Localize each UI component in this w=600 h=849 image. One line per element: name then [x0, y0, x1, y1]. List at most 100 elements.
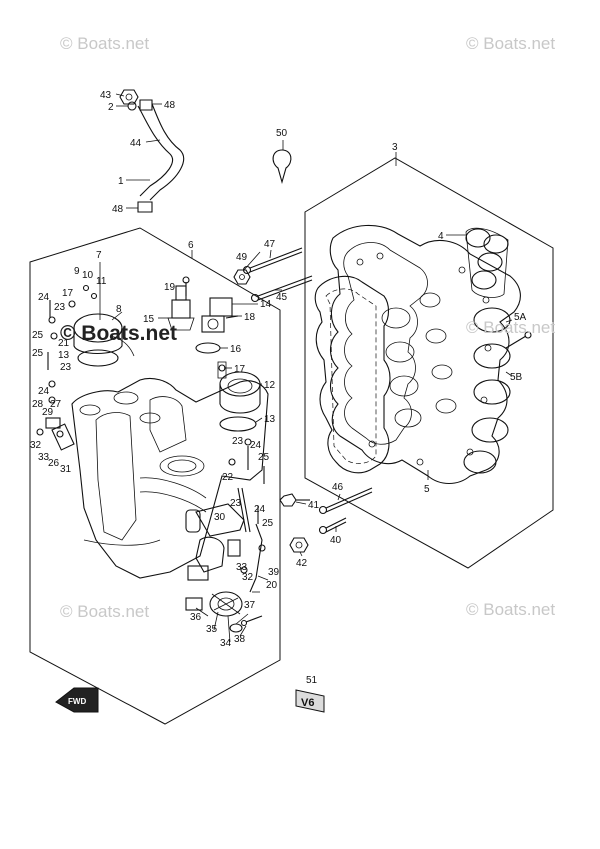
callout-43: 43 [100, 90, 112, 101]
callout-38: 38 [234, 634, 246, 645]
gasket-4 [465, 227, 509, 298]
callout-2: 2 [108, 102, 114, 113]
callout-41: 41 [308, 500, 320, 511]
callout-28: 28 [32, 399, 44, 410]
v6-badge: V6 [295, 689, 325, 713]
callout-36: 36 [190, 612, 202, 623]
callout-4: 4 [438, 231, 444, 242]
callout-5: 5 [424, 484, 430, 495]
o-ring-16 [195, 342, 221, 354]
callout-30: 30 [214, 512, 226, 523]
callout-24: 24 [254, 504, 266, 515]
callout-20: 20 [266, 580, 278, 591]
bolt-40 [318, 517, 347, 535]
callout-46: 46 [332, 482, 344, 493]
callout-33: 33 [38, 452, 50, 463]
cylinder-head-cover [329, 224, 521, 485]
clip-50 [272, 149, 292, 185]
watermark-mid-right: © Boats.net [466, 318, 556, 337]
gasket-5 [314, 275, 391, 474]
callouts: 43 2 48 44 1 48 50 3 4 7 6 9 10 11 17 8 … [30, 90, 527, 686]
fwd-label: FWD [68, 697, 86, 706]
callout-23: 23 [60, 362, 72, 373]
o-ring-13a [77, 349, 119, 367]
o-ring-13b [219, 416, 257, 432]
watermark-top-right: © Boats.net [466, 34, 556, 53]
callout-9: 9 [74, 266, 80, 277]
callout-34: 34 [220, 638, 232, 649]
washer-37 [229, 623, 243, 633]
callout-23: 23 [230, 498, 242, 509]
hose-44 [137, 103, 185, 201]
silencer-case [71, 377, 269, 579]
callout-50: 50 [276, 128, 288, 139]
callout-8: 8 [116, 304, 122, 315]
callout-19: 19 [164, 282, 176, 293]
clamp-48a [139, 99, 153, 111]
bolt-41 [279, 493, 310, 507]
fwd-arrow-icon: FWD [55, 687, 99, 713]
callout-13: 13 [58, 350, 70, 361]
bolt-46 [318, 487, 373, 515]
fitting-43 [119, 89, 139, 105]
callout-25: 25 [258, 452, 270, 463]
bolt-19 [182, 276, 190, 296]
callout-6: 6 [188, 240, 194, 251]
callout-23: 23 [54, 302, 66, 313]
callout-17: 17 [62, 288, 74, 299]
seal-plates-5a-5b [463, 307, 511, 474]
callout-39: 39 [268, 567, 280, 578]
callout-25: 25 [262, 518, 274, 529]
bolt-38 [240, 615, 263, 627]
callout-48: 48 [164, 100, 176, 111]
callout-25: 25 [32, 330, 44, 341]
leader-lines [99, 93, 513, 643]
callout-48: 48 [112, 204, 124, 215]
callout-47: 47 [264, 239, 276, 250]
clamp-48b [137, 201, 153, 213]
callout-26: 26 [48, 458, 60, 469]
callout-29: 29 [42, 407, 54, 418]
nut-49 [233, 269, 251, 285]
watermark-bottom-right: © Boats.net [466, 600, 556, 619]
callout-24: 24 [38, 292, 50, 303]
gasket-5-inner [325, 288, 377, 464]
hardware-left [36, 284, 98, 451]
callout-32: 32 [30, 440, 42, 451]
callout-7: 7 [96, 250, 102, 261]
callout-21: 21 [58, 338, 70, 349]
callout-35: 35 [206, 624, 218, 635]
callout-40: 40 [330, 535, 342, 546]
callout-24: 24 [38, 386, 50, 397]
callout-17: 17 [234, 364, 246, 375]
callout-12: 12 [264, 380, 276, 391]
callout-15: 15 [143, 314, 155, 325]
iac-valve-14 [201, 297, 233, 333]
callout-31: 31 [60, 464, 72, 475]
spacer-36 [185, 597, 203, 611]
callout-5a: 5A [514, 312, 527, 323]
cylinder-head-frame [304, 157, 554, 569]
callout-49: 49 [236, 252, 248, 263]
callout-3: 3 [392, 142, 398, 153]
silencer-lid-8 [73, 313, 135, 357]
callout-27: 27 [50, 399, 62, 410]
callout-42: 42 [296, 558, 308, 569]
watermark-bottom-left: © Boats.net [60, 602, 150, 621]
washer-2 [127, 101, 137, 111]
callout-23: 23 [232, 436, 244, 447]
callout-13: 13 [264, 414, 276, 425]
callout-11: 11 [96, 276, 107, 287]
silencer-frame [29, 227, 281, 725]
callout-18: 18 [244, 312, 256, 323]
bolt-45 [250, 275, 313, 303]
nut-42 [289, 537, 309, 553]
callout-33: 33 [236, 562, 248, 573]
callout-1: 1 [118, 176, 124, 187]
watermark-mid-left: © Boats.net [60, 322, 177, 345]
callout-45: 45 [276, 292, 288, 303]
callout-51: 51 [306, 675, 318, 686]
callout-14: 14 [260, 299, 272, 310]
callout-5b: 5B [510, 372, 523, 383]
